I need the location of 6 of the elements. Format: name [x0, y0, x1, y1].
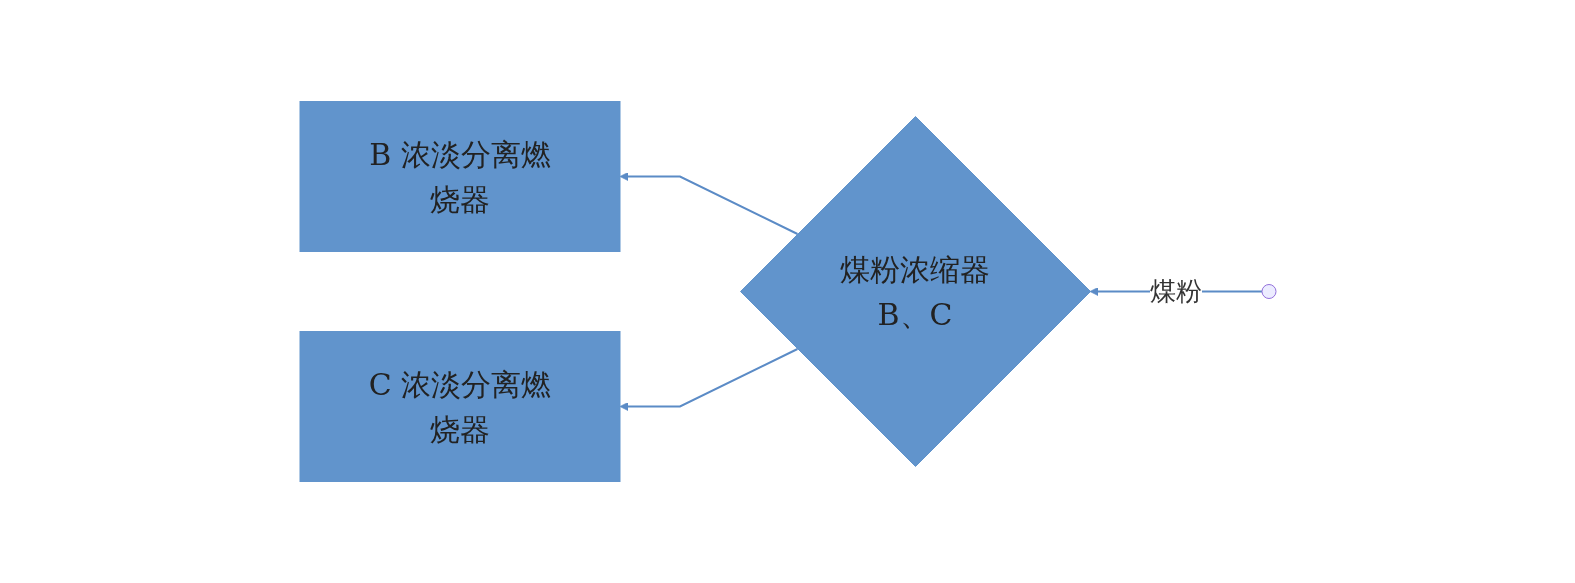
- node-box: C 浓淡分离燃烧器: [299, 331, 620, 482]
- edge-label: 煤粉: [1149, 276, 1202, 306]
- node-box: B 浓淡分离燃烧器: [299, 101, 620, 252]
- arrow: [619, 348, 798, 411]
- arrow: [619, 172, 798, 235]
- node-diamond: 煤粉浓缩器B、C: [739, 116, 1091, 467]
